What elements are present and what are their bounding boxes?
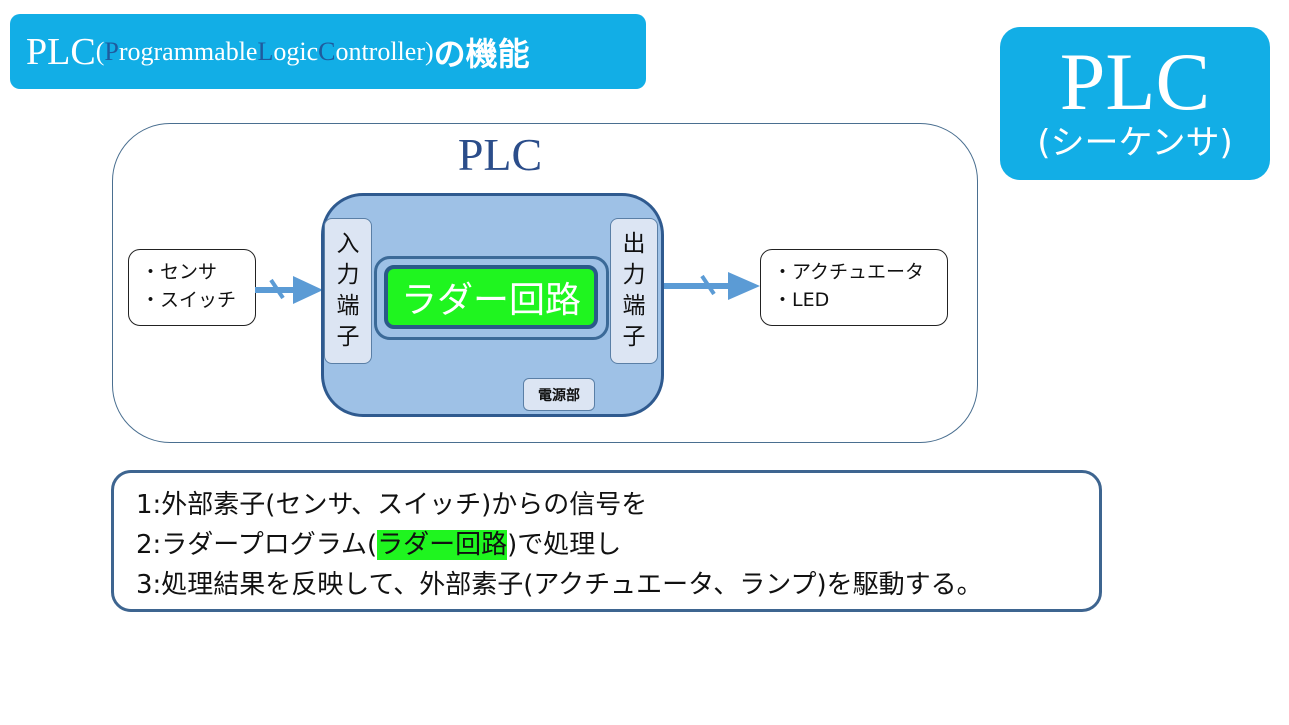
input-terminal-char: 端	[336, 293, 360, 319]
title-p-rest: rogrammable	[118, 36, 258, 66]
badge-subtitle: (シーケンサ)	[1037, 123, 1233, 163]
ladder-circuit: ラダー回路	[384, 265, 598, 329]
input-terminal: 入 力 端 子	[324, 218, 372, 364]
output-arrow-icon	[664, 272, 760, 300]
input-arrow-icon	[255, 276, 323, 304]
input-terminal-char: 入	[336, 231, 360, 257]
input-device-item: ・スイッチ	[141, 289, 237, 311]
title-suffix: の機能	[433, 34, 530, 73]
input-devices-box: ・センサ ・スイッチ	[128, 249, 256, 326]
output-terminal: 出 力 端 子	[610, 218, 658, 364]
input-terminal-char: 力	[336, 262, 360, 288]
plc-system-title: PLC	[457, 129, 543, 180]
summary-line-2-pre: 2:ラダープログラム(	[136, 530, 378, 560]
output-device-item: ・アクチュエータ	[773, 261, 925, 283]
summary-line-1: 1:外部素子(センサ、スイッチ)からの信号を	[136, 490, 648, 520]
output-terminal-char: 出	[622, 231, 646, 257]
title-c-initial: C	[318, 36, 336, 66]
output-devices-box: ・アクチュエータ ・LED	[760, 249, 948, 326]
summary-line-3: 3:処理結果を反映して、外部素子(アクチュエータ、ランプ)を駆動する。	[136, 570, 983, 600]
badge-title: PLC	[1059, 36, 1211, 127]
title-l-rest: ogic	[273, 36, 319, 66]
summary-line-2-post: )で処理し	[507, 530, 622, 560]
title-prefix: PLC	[26, 30, 96, 73]
input-terminal-char: 子	[336, 324, 360, 350]
summary-line-2: 2:ラダープログラム(ラダー回路)で処理し	[136, 525, 1099, 565]
output-terminal-char: 子	[622, 324, 646, 350]
summary-line-2-highlight: ラダー回路	[377, 530, 508, 560]
title-open-paren: (	[95, 36, 105, 66]
title-l-initial: L	[257, 36, 274, 66]
title-p-initial: P	[104, 36, 119, 66]
output-device-item: ・LED	[773, 289, 830, 311]
plc-badge: PLC (シーケンサ)	[1000, 27, 1270, 180]
output-terminal-char: 力	[622, 262, 646, 288]
output-terminal-char: 端	[622, 293, 646, 319]
power-unit: 電源部	[523, 378, 595, 411]
title-c-rest: ontroller)	[335, 36, 434, 66]
summary-box: 1:外部素子(センサ、スイッチ)からの信号を 2:ラダープログラム(ラダー回路)…	[111, 470, 1102, 612]
input-device-item: ・センサ	[141, 261, 218, 283]
